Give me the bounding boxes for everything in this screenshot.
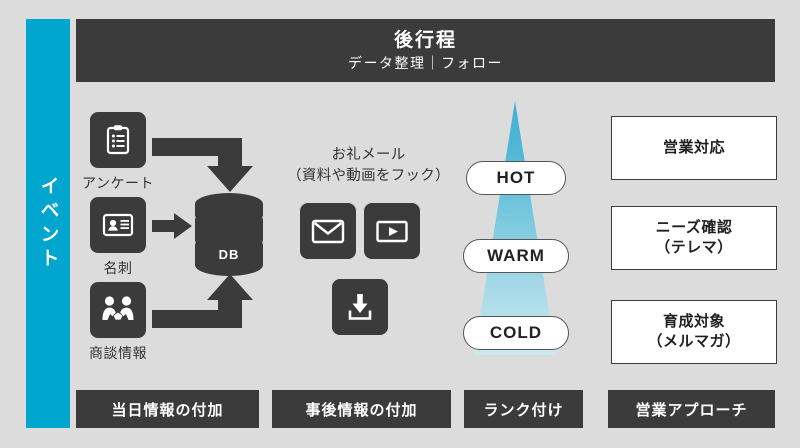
header-banner: 後行程 データ整理｜フォロー — [76, 19, 775, 82]
outcome-box-needs-check: ニーズ確認 （テレマ） — [611, 206, 777, 270]
thankyou-mail-caption: お礼メール （資料や動画をフック） — [276, 145, 461, 187]
thankyou-mail-caption-line2: （資料や動画をフック） — [287, 168, 450, 185]
arrow-card-to-db — [152, 213, 192, 239]
lead-rank-funnel — [466, 101, 564, 355]
video-play-icon — [364, 203, 420, 259]
clipboard-icon — [90, 112, 146, 168]
step-box-sales-approach: 営業アプローチ — [608, 390, 775, 428]
source-label-survey: アンケート — [82, 175, 154, 191]
outcome-line1-needs-check: ニーズ確認 — [655, 218, 733, 236]
source-label-businesscard: 名刺 — [103, 260, 133, 276]
event-sidebar-label: イベント — [37, 175, 59, 272]
business-card-icon — [90, 197, 146, 253]
step-box-same-day-info: 当日情報の付加 — [76, 390, 259, 428]
step-box-post-event-info: 事後情報の付加 — [272, 390, 451, 428]
source-label-negotiation: 商談情報 — [89, 345, 147, 361]
header-title: 後行程 — [393, 30, 457, 52]
outcome-box-sales-response: 営業対応 — [611, 116, 777, 180]
rank-pill-cold: COLD — [463, 316, 569, 350]
outcome-line2-nurture-target: （メルマガ） — [647, 333, 741, 350]
mail-icon — [300, 203, 356, 259]
database-cylinder-icon: DB — [193, 193, 265, 278]
outcome-box-nurture-target: 育成対象 （メルマガ） — [611, 300, 777, 364]
download-icon — [332, 279, 388, 335]
outcome-line1-sales-response: 営業対応 — [662, 138, 725, 156]
thankyou-mail-caption-line1: お礼メール — [331, 147, 406, 163]
step-box-ranking: ランク付け — [464, 390, 583, 428]
outcome-line2-needs-check: （テレマ） — [655, 239, 733, 256]
header-subtitle: データ整理｜フォロー — [348, 54, 503, 71]
outcome-line1-nurture-target: 育成対象 — [662, 312, 725, 330]
arrow-survey-to-db — [152, 138, 253, 192]
event-sidebar: イベント — [26, 19, 70, 428]
arrow-negotiation-to-db — [152, 274, 253, 328]
rank-pill-warm: WARM — [463, 239, 569, 273]
handshake-icon — [90, 282, 146, 338]
rank-pill-hot: HOT — [466, 161, 566, 195]
database-label: DB — [218, 247, 240, 262]
